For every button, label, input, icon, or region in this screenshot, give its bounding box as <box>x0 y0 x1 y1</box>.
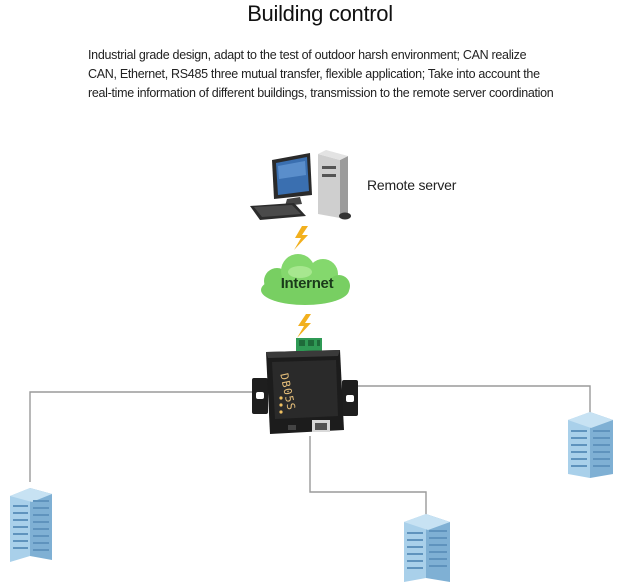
terminal-connector-icon <box>296 338 322 352</box>
line-right-building <box>355 385 591 418</box>
computer-icon <box>250 150 351 220</box>
remote-server-label: Remote server <box>367 177 457 193</box>
internet-label: Internet <box>280 275 334 292</box>
gateway-device-icon <box>252 350 358 434</box>
lightning-icon <box>297 314 311 338</box>
lightning-icon <box>294 226 308 250</box>
line-bottom-building <box>309 436 427 518</box>
building-icon <box>404 514 450 582</box>
description-text: Industrial grade design, adapt to the te… <box>88 48 554 100</box>
page-title: Building control <box>247 1 393 26</box>
building-icon <box>568 412 613 478</box>
connection-lines <box>29 385 591 518</box>
line-left-building <box>29 391 255 482</box>
building-icon <box>10 488 52 562</box>
cloud-icon <box>261 254 350 305</box>
